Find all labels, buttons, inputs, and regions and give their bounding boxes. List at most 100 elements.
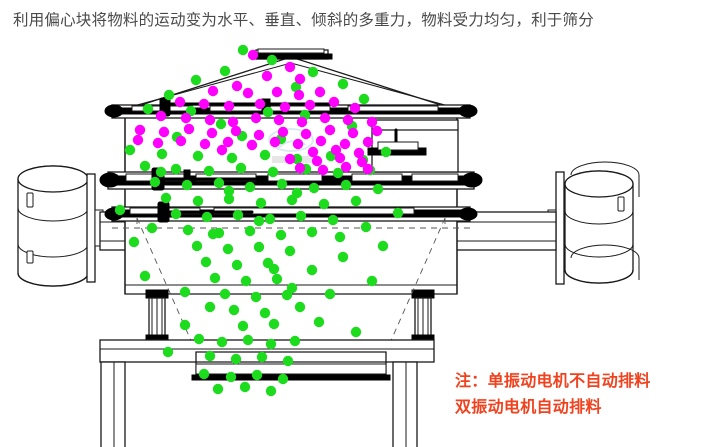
- fine-particle: [213, 177, 225, 189]
- fine-particle: [251, 369, 263, 381]
- fine-particle: [162, 346, 174, 358]
- fine-particle: [160, 192, 172, 204]
- fine-particle: [268, 263, 280, 275]
- fine-particle: [253, 215, 265, 227]
- fine-particle: [244, 181, 256, 193]
- fine-particle: [289, 335, 301, 347]
- fine-particle: [306, 226, 318, 238]
- fine-particle: [156, 148, 168, 160]
- fine-particle: [267, 166, 279, 178]
- note-block: 注：单振动电机不自动排料 双振动电机自动排料: [455, 368, 651, 420]
- coarse-particle: [231, 80, 243, 92]
- coarse-particle: [269, 136, 281, 148]
- vibrating-screen-diagram: .ln { fill:none; stroke:#1a1a1a; stroke-…: [0, 32, 720, 447]
- fine-particle: [237, 44, 249, 56]
- coarse-particle: [204, 114, 216, 126]
- coarse-particle: [315, 135, 327, 147]
- fine-particle: [237, 320, 249, 332]
- page-title: 利用偏心块将物料的运动变为水平、垂直、倾斜的多重力，物料受力均匀，利于筛分: [13, 11, 594, 29]
- fine-particle: [209, 272, 221, 284]
- coarse-particle: [294, 73, 306, 85]
- coarse-particle: [353, 147, 365, 159]
- coarse-particle-group: [132, 49, 383, 176]
- fine-particle: [259, 149, 271, 161]
- fine-particle: [181, 179, 193, 191]
- fine-particle: [226, 152, 238, 164]
- fine-particle: [216, 336, 228, 348]
- coarse-particle: [222, 136, 234, 148]
- fine-particle: [318, 198, 330, 210]
- coarse-particle: [307, 146, 319, 158]
- coarse-particle: [300, 128, 312, 140]
- coarse-particle: [296, 116, 308, 128]
- coarse-particle: [273, 114, 285, 126]
- note-line-2: 双振动电机自动排料: [455, 397, 602, 416]
- fine-particle: [264, 213, 276, 225]
- fine-particle: [222, 243, 234, 255]
- fine-particle: [295, 210, 307, 222]
- fine-particle: [207, 228, 219, 240]
- fine-particle: [275, 229, 287, 241]
- fine-particle: [265, 338, 277, 350]
- fine-particle: [190, 74, 202, 86]
- fine-particle: [334, 231, 346, 243]
- fine-particle: [360, 221, 372, 233]
- fine-particle: [332, 167, 344, 179]
- coarse-particle: [254, 98, 266, 110]
- fine-particle: [192, 150, 204, 162]
- fine-particle: [268, 318, 280, 330]
- coarse-particle: [199, 138, 211, 150]
- coarse-particle: [152, 137, 164, 149]
- coarse-particle: [180, 112, 192, 124]
- fine-particle: [306, 264, 318, 276]
- fine-particle: [155, 166, 167, 178]
- coarse-particle: [132, 134, 144, 146]
- coarse-particle: [174, 96, 186, 108]
- fine-particle: [265, 385, 277, 397]
- coarse-particle: [277, 126, 289, 138]
- fine-particle: [380, 146, 392, 158]
- fine-particle: [192, 195, 204, 207]
- coarse-particle: [230, 125, 242, 137]
- coarse-particle: [328, 96, 340, 108]
- fine-particle: [337, 78, 349, 90]
- machine-illustration: .ln { fill:none; stroke:#1a1a1a; stroke-…: [17, 44, 640, 447]
- fine-particle: [340, 179, 352, 191]
- fine-particle: [191, 240, 203, 252]
- fine-particle: [294, 301, 306, 313]
- fine-particle: [290, 81, 302, 93]
- coarse-particle: [324, 124, 336, 136]
- fine-particle: [200, 256, 212, 268]
- fine-particle: [235, 162, 247, 174]
- fine-particle: [204, 350, 216, 362]
- coarse-particle: [293, 89, 305, 101]
- fine-particle: [350, 326, 362, 338]
- fine-particle: [253, 241, 265, 253]
- coarse-particle: [334, 152, 346, 164]
- coarse-particle: [366, 116, 378, 128]
- coarse-particle: [349, 102, 361, 114]
- coarse-particle: [158, 126, 170, 138]
- fine-particle: [313, 316, 325, 328]
- fine-particle: [230, 353, 242, 365]
- fine-particle: [240, 275, 252, 287]
- coarse-particle: [261, 70, 273, 82]
- fine-particle: [223, 185, 235, 197]
- coarse-particle: [198, 98, 210, 110]
- fine-particle: [201, 211, 213, 223]
- coarse-particle: [340, 161, 352, 173]
- coarse-particle: [314, 86, 326, 98]
- left-spring: [145, 289, 169, 344]
- fine-particle: [139, 160, 151, 172]
- fine-particle: [291, 187, 303, 199]
- coarse-particle: [279, 101, 291, 113]
- coarse-particle: [362, 136, 374, 148]
- fine-particle: [286, 282, 298, 294]
- fine-particle: [215, 118, 227, 130]
- fine-particle: [193, 333, 205, 345]
- fine-particle: [225, 371, 237, 383]
- fine-particle: [204, 301, 216, 313]
- left-motor: [17, 165, 89, 287]
- fine-particle: [149, 176, 161, 188]
- fine-particle: [372, 183, 384, 195]
